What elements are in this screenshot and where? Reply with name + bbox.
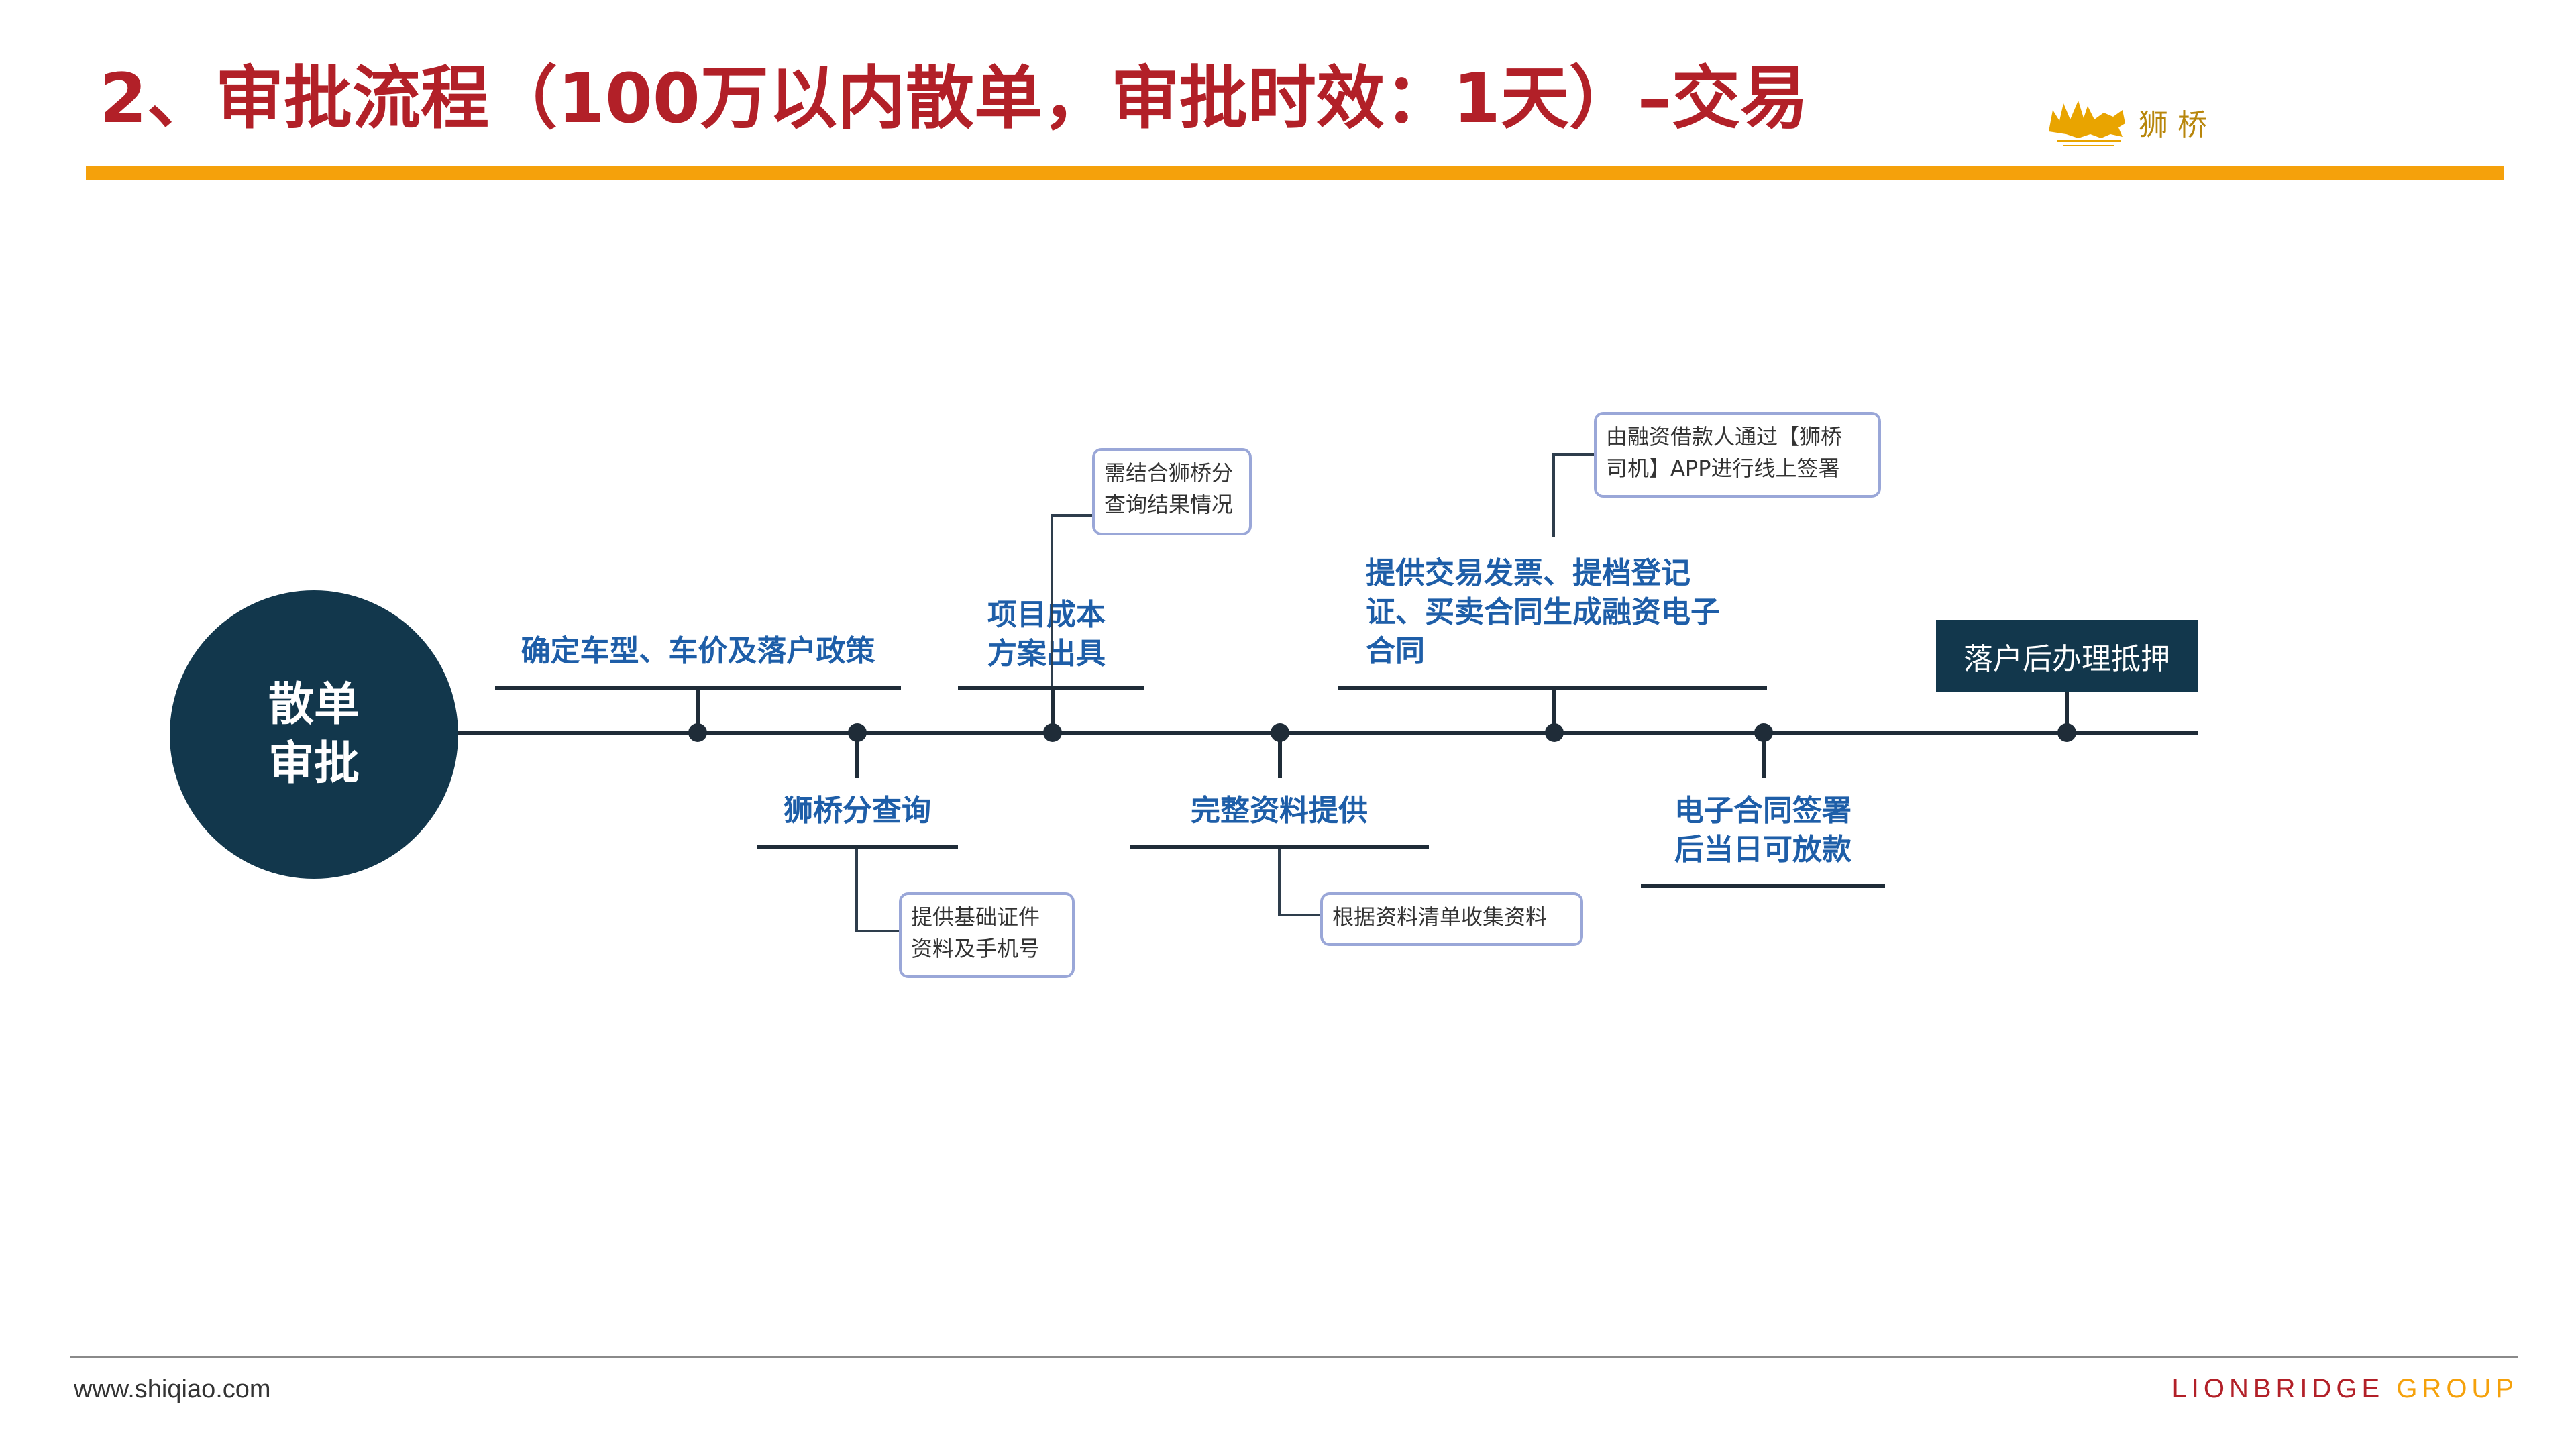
start-node: 散单 审批	[170, 590, 458, 879]
note-box: 根据资料清单收集资料	[1320, 892, 1583, 946]
timeline-dot	[688, 723, 707, 742]
note-line: 提供基础证件	[911, 904, 1040, 930]
note-connector	[1051, 514, 1053, 686]
step-label: 项目成本 方案出具	[959, 596, 1134, 674]
step-label: 电子合同签署 后当日可放款	[1641, 792, 1885, 869]
page-title: 2、审批流程（100万以内散单，审批时效：1天）–交易	[99, 59, 1809, 139]
footer-brand-primary: LIONBRIDGE	[2171, 1374, 2385, 1403]
note-box: 提供基础证件 资料及手机号	[899, 892, 1075, 978]
step-connector	[1552, 686, 1556, 733]
start-node-line2: 审批	[268, 737, 360, 790]
note-connector	[1552, 453, 1555, 537]
note-connector	[855, 849, 858, 932]
step-connector	[1051, 686, 1055, 733]
step-label: 确定车型、车价及落户政策	[495, 632, 901, 671]
note-line: 由融资借款人通过【狮桥	[1606, 424, 1843, 449]
footer-brand-secondary: GROUP	[2396, 1374, 2518, 1403]
step-connector	[855, 733, 859, 778]
step-connector	[2065, 692, 2069, 733]
final-step-box: 落户后办理抵押	[1936, 620, 2198, 692]
step-underline	[1130, 845, 1429, 849]
step-label-line: 电子合同签署	[1674, 794, 1851, 828]
step-label: 狮桥分查询	[757, 792, 958, 830]
step-connector	[696, 686, 700, 733]
start-node-line1: 散单	[268, 678, 360, 731]
step-underline	[1641, 884, 1885, 888]
footer-brand: LIONBRIDGE GROUP	[2171, 1374, 2518, 1404]
step-underline	[757, 845, 958, 849]
brand-name: 狮 桥	[2139, 108, 2207, 142]
step-label-line: 证、买卖合同生成融资电子	[1366, 595, 1720, 630]
footer-url: www.shiqiao.com	[74, 1375, 271, 1403]
note-connector	[1051, 514, 1093, 517]
step-label-line: 后当日可放款	[1674, 833, 1851, 867]
step-label-line: 确定车型、车价及落户政策	[521, 634, 875, 668]
step-label-line: 项目成本	[987, 598, 1106, 632]
note-connector	[1278, 849, 1281, 916]
timeline-dot	[1545, 723, 1564, 742]
lion-logo-icon	[2043, 90, 2131, 153]
header-divider	[86, 166, 2504, 180]
step-label-line: 合同	[1366, 634, 1425, 669]
note-connector	[1552, 453, 1597, 456]
timeline-dot	[1043, 723, 1062, 742]
note-line: 根据资料清单收集资料	[1332, 904, 1548, 930]
step-label: 提供交易发票、提档登记 证、买卖合同生成融资电子 合同	[1366, 554, 1782, 671]
note-line: 司机】APP进行线上签署	[1606, 455, 1840, 482]
step-label-line: 狮桥分查询	[784, 794, 931, 828]
final-step-label: 落户后办理抵押	[1964, 642, 2170, 676]
note-line: 查询结果情况	[1104, 492, 1234, 518]
note-box: 由融资借款人通过【狮桥 司机】APP进行线上签署	[1594, 412, 1881, 498]
timeline-dot	[2057, 723, 2076, 742]
step-label-line: 完整资料提供	[1191, 794, 1368, 828]
footer-divider	[70, 1356, 2518, 1358]
step-connector	[1278, 733, 1282, 778]
note-connector	[1278, 914, 1322, 916]
note-box: 需结合狮桥分 查询结果情况	[1092, 448, 1252, 535]
step-label-line: 方案出具	[987, 637, 1106, 672]
step-label-line: 提供交易发票、提档登记	[1366, 556, 1690, 590]
note-line: 需结合狮桥分	[1104, 460, 1234, 486]
step-label: 完整资料提供	[1130, 792, 1429, 830]
note-connector	[855, 930, 901, 932]
note-line: 资料及手机号	[911, 936, 1040, 962]
timeline-axis	[458, 731, 2198, 735]
step-connector	[1762, 733, 1766, 778]
